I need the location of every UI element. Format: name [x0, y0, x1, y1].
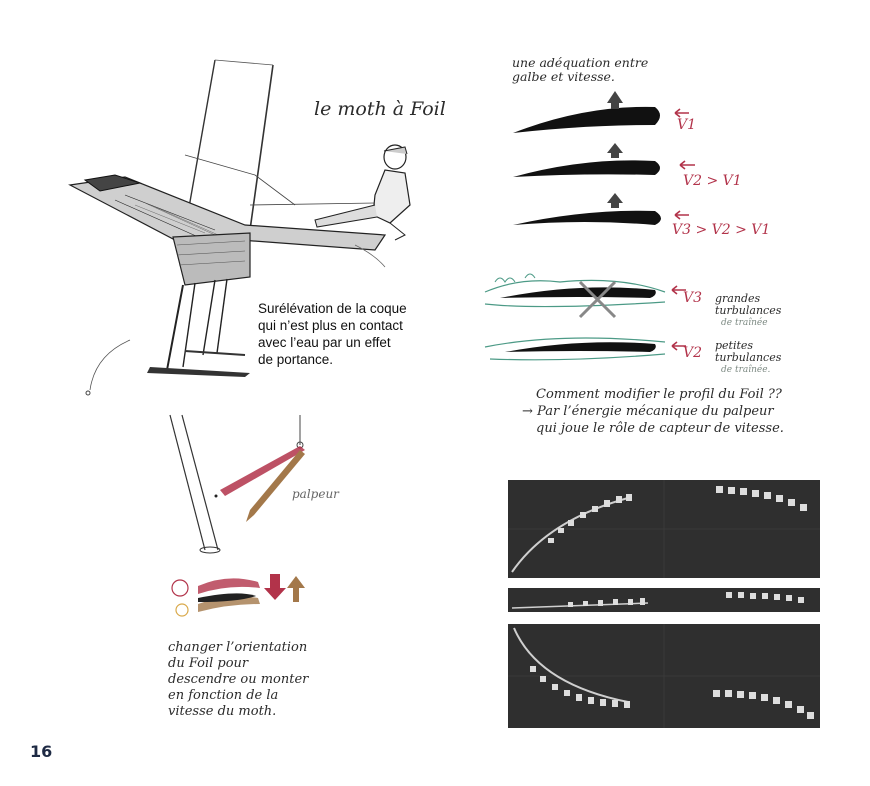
foil-top-note: une adéquation entre galbe et vitesse. [512, 56, 648, 84]
turb-line: petites [715, 339, 754, 352]
page-number: 16 [30, 742, 53, 761]
caption-line: qui n’est plus en contact [258, 318, 403, 333]
big-turbulence-note: grandes turbulances de traînée [715, 293, 781, 329]
v1-label: V1 [677, 117, 697, 133]
render-3-graphic [508, 624, 820, 728]
foil-render-panel-3 [508, 624, 820, 728]
question-line: → Par l’énergie mécanique du palpeur [522, 404, 774, 419]
orientation-note: changer l’orientation du Foil pour desce… [168, 640, 308, 720]
orient-line: descendre ou monter [168, 672, 309, 687]
moth-title: le moth à Foil [314, 98, 446, 120]
palpeur-label: palpeur [292, 487, 339, 501]
question-line: Comment modifier le profil du Foil ?? [536, 387, 782, 402]
orient-line: en fonction de la [168, 688, 279, 703]
v3-label: V3 [683, 290, 703, 306]
orient-line: changer l’orientation [168, 640, 308, 655]
turb-line: grandes [715, 292, 761, 305]
foil-render-panel-2 [508, 588, 820, 612]
small-turbulence-note: petites turbulances de traînée. [715, 340, 781, 376]
turbulence-diagram [484, 273, 686, 361]
caption-line: de portance. [258, 352, 334, 367]
orient-line: vitesse du moth. [168, 704, 277, 719]
palpeur-sketch [169, 414, 305, 554]
turb-line: de traînée [721, 318, 768, 328]
render-2-graphic [511, 592, 804, 609]
turb-line: turbulances [715, 304, 782, 317]
turb-line: turbulances [715, 351, 782, 364]
caption-line: avec l’eau par un effet [258, 335, 391, 350]
caption-line: Surélévation de la coque [258, 301, 407, 316]
v2-gt-v1-label: V2 > V1 [683, 173, 742, 189]
moth-sketch [68, 59, 411, 396]
note-line: une adéquation entre [512, 55, 649, 70]
orient-line: du Foil pour [168, 656, 249, 671]
hull-caption: Surélévation de la coque qui n’est plus … [258, 300, 478, 368]
foil-question-note: Comment modifier le profil du Foil ?? → … [522, 386, 784, 437]
v3-gt-v2-gt-v1-label: V3 > V2 > V1 [672, 222, 771, 238]
note-line: galbe et vitesse. [512, 69, 615, 84]
question-line: qui joue le rôle de capteur de vitesse. [536, 421, 784, 436]
foil-profiles [513, 91, 695, 225]
render-1-graphic [508, 480, 820, 578]
orientation-sketch [171, 574, 305, 617]
v2-label: V2 [683, 345, 703, 361]
turb-line: de traînée. [721, 365, 771, 375]
foil-render-panel-1 [508, 480, 820, 578]
